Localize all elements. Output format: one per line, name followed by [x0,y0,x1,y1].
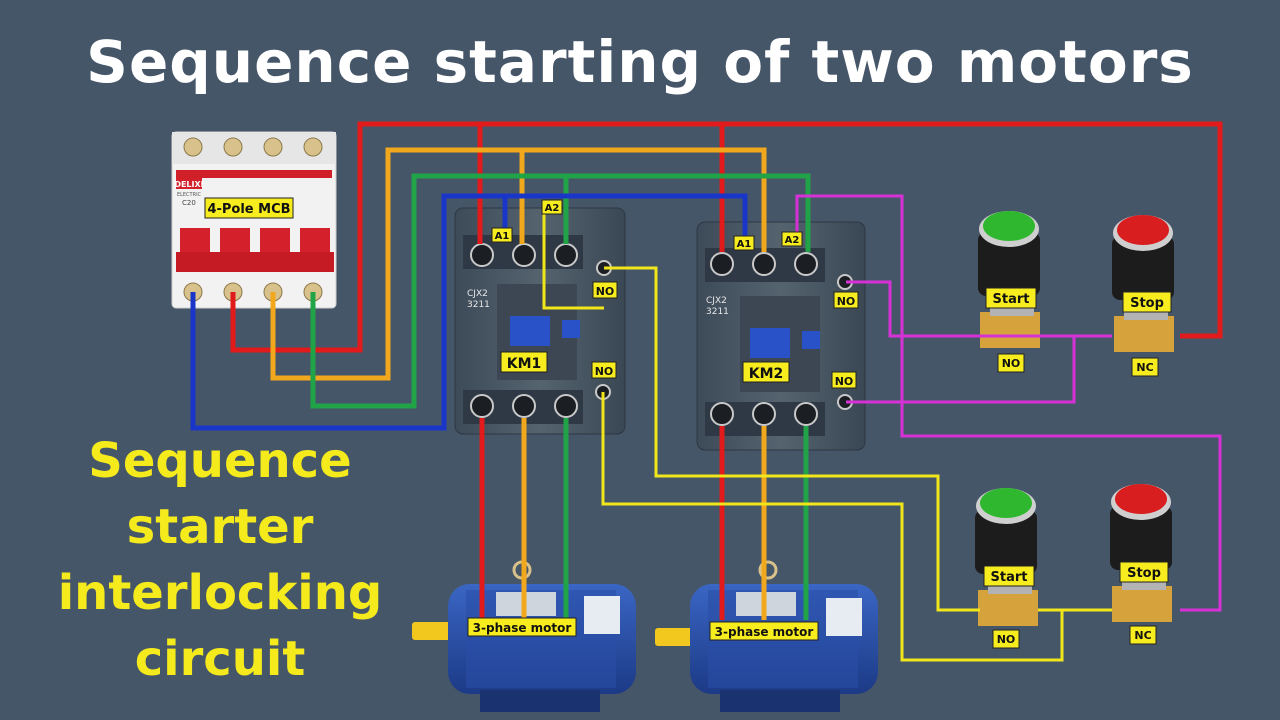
mcb-top-terminals [183,137,323,157]
wire-l3-mcb-to-km1 [310,173,569,409]
wire-control-km2-no-low [846,336,1076,404]
km2-aux-no-top-label: NO [837,295,856,308]
km2-model-no: 3211 [706,307,729,317]
km2-a1-label: A1 [737,239,752,250]
start-1-contact: NO [1002,357,1021,370]
pushbutton-start-2[interactable] [975,488,1038,626]
subtitle-line-2: starter [126,499,314,555]
motor-1-label: 3-phase motor [473,621,572,635]
mcb-4-pole: DELIXI ELECTRIC C20 4-Pole MCB [171,131,337,309]
pushbutton-stop-1[interactable] [1112,215,1174,352]
stop-1-cap [1117,215,1169,245]
stop-2-label: Stop [1127,566,1161,581]
contactor-km2: CJX2 3211 KM2 [696,221,866,451]
stop-1-label: Stop [1130,296,1164,311]
wire-neutral [190,193,748,431]
wire-l3-km2 [566,173,811,252]
mcb-brand: DELIXI [174,180,203,189]
stop-2-cap [1115,484,1167,514]
km2-model: CJX2 [706,296,727,306]
subtitle-line-4: circuit [134,631,306,687]
mcb-handles [176,228,334,272]
wire-l2-mcb-to-km1 [270,147,525,381]
stop-1-contact: NC [1136,361,1153,374]
mcb-brand-sub: ELECTRIC [177,192,202,198]
pushbutton-stop-2[interactable] [1110,484,1172,622]
wire-aux-km1-no-top [604,266,980,612]
wire-l1-control [722,121,1223,339]
km1-a1-label: A1 [495,231,510,242]
km1-model-no: 3211 [467,300,490,310]
page-title: Sequence starting of two motors [86,28,1194,96]
km1-model: CJX2 [467,289,488,299]
stop-2-contact: NC [1134,629,1151,642]
motor-2-label: 3-phase motor [715,625,814,639]
subtitle-line-3: interlocking [57,565,383,621]
start-2-label: Start [991,570,1028,585]
km1-aux-no-top-label: NO [596,285,615,298]
km2-aux-no-bottom-label: NO [835,375,854,388]
start-2-cap [980,488,1032,518]
start-2-contact: NO [997,633,1016,646]
km1-a2-label: A2 [545,203,560,214]
labels: A1 A2 A1 A2 NO NO NO NO 3-phase motor 3-… [467,199,1172,649]
subtitle-line-1: Sequence [88,433,352,489]
km2-a2-label: A2 [785,235,800,246]
wire-control-coil [795,194,1222,612]
pushbutton-start-1[interactable] [978,211,1040,348]
wire-l1-mcb-to-km1 [230,121,483,353]
start-1-label: Start [993,292,1030,307]
contactor-km1: CJX2 3211 KM1 [454,207,626,435]
wire-control-km2-no [846,280,1046,338]
wire-l2-km2 [522,147,767,252]
motor-1 [412,560,636,712]
mcb-label: 4-Pole MCB [207,202,290,217]
subtitle: Sequence starter interlocking circuit [0,428,440,692]
km2-label: KM2 [749,366,784,382]
wires [190,121,1223,662]
mcb-rating: C20 [182,199,196,207]
wire-aux-km1-a2 [542,210,604,310]
km1-aux-no-bottom-label: NO [595,365,614,378]
km1-label: KM1 [507,356,542,372]
start-1-cap [983,211,1035,241]
